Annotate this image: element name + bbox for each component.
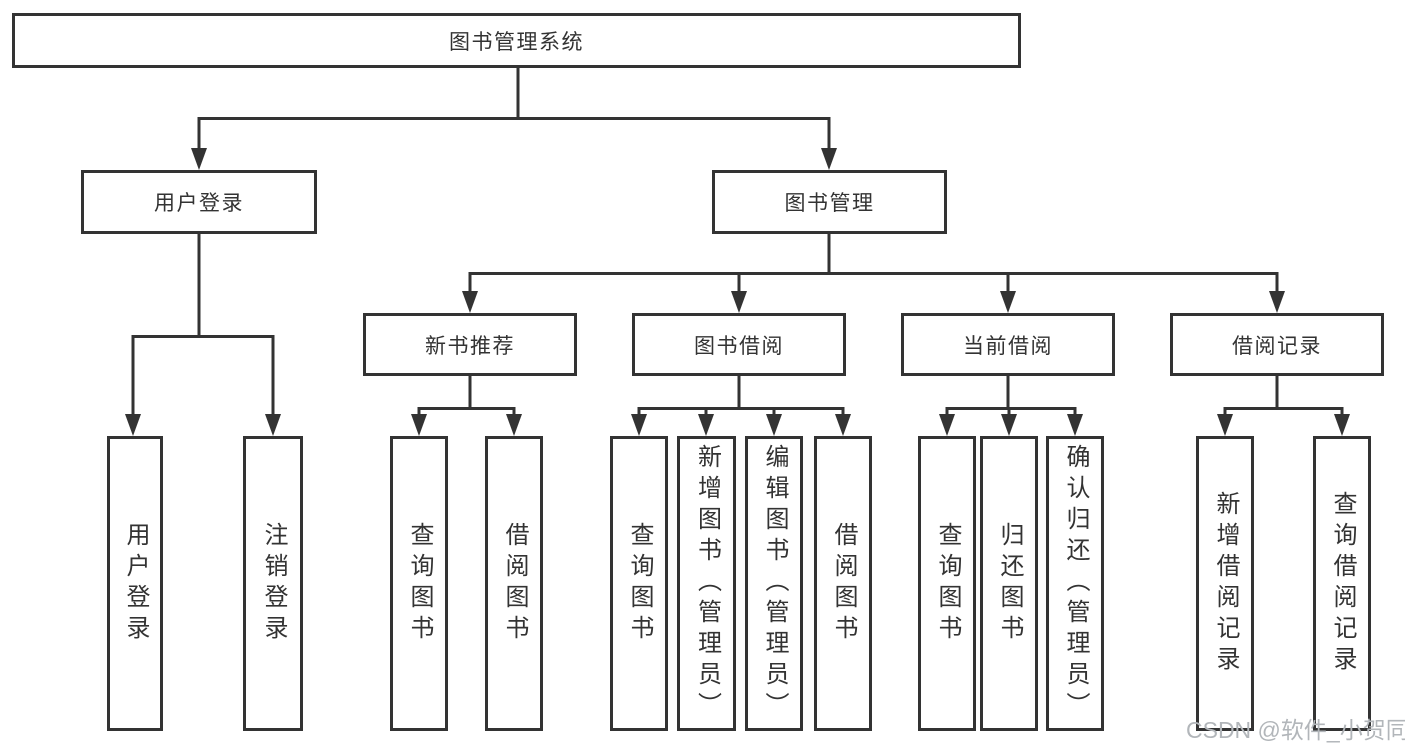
leaf-query-books-current: 查询图书	[918, 436, 976, 731]
node-book-management-system: 图书管理系统	[12, 13, 1021, 68]
node-label: 当前借阅	[963, 334, 1053, 358]
arrowhead	[835, 414, 851, 436]
arrowhead	[1334, 414, 1350, 436]
arrowhead	[1217, 414, 1233, 436]
node-label: 图书借阅	[694, 334, 784, 358]
leaf-borrow-books-recommendation: 借阅图书	[485, 436, 543, 731]
node-label: 编辑图书（管理员）	[761, 444, 788, 723]
node-new-book-recommendation: 新书推荐	[363, 313, 577, 376]
node-label: 注销登录	[260, 521, 287, 646]
arrowhead	[462, 291, 478, 313]
connector-current-borrowing-to-leaves	[945, 376, 1077, 416]
node-borrowing-records: 借阅记录	[1170, 313, 1384, 376]
arrowhead	[821, 148, 837, 170]
node-label: 用户登录	[154, 192, 244, 215]
node-label: 确认归还（管理员）	[1062, 444, 1089, 723]
node-label: 图书管理	[784, 192, 875, 215]
node-label: 图书管理系统	[449, 30, 584, 54]
leaf-edit-books-admin: 编辑图书（管理员）	[745, 436, 803, 731]
connector-book-management-to-level3	[468, 234, 1279, 293]
connector-borrowing-records-to-leaves	[1223, 376, 1344, 416]
node-label: 新增图书（管理员）	[693, 444, 721, 723]
leaf-query-books-recommendation: 查询图书	[390, 436, 448, 731]
leaf-logout: 注销登录	[243, 436, 303, 731]
connector-book-borrowing-to-leaves	[637, 376, 845, 416]
node-label: 借阅图书	[830, 521, 857, 646]
connector-root-to-level2	[197, 68, 831, 152]
arrowhead	[766, 414, 782, 436]
arrowhead	[731, 291, 747, 313]
arrowhead	[265, 414, 281, 436]
node-label: 查询图书	[934, 521, 961, 646]
node-label: 查询图书	[626, 521, 653, 646]
arrowhead	[1001, 414, 1017, 436]
node-book-management: 图书管理	[712, 170, 947, 234]
connector-new-book-recommendation-to-leaves	[417, 376, 516, 416]
arrowhead	[631, 414, 647, 436]
node-label: 借阅图书	[501, 521, 528, 646]
leaf-user-login: 用户登录	[107, 436, 163, 731]
leaf-add-borrowing-record: 新增借阅记录	[1196, 436, 1254, 731]
node-label: 查询借阅记录	[1329, 490, 1356, 677]
arrowhead	[698, 414, 714, 436]
leaf-add-books-admin: 新增图书（管理员）	[677, 436, 736, 731]
node-label: 新增借阅记录	[1212, 490, 1239, 677]
arrowhead	[506, 414, 522, 436]
leaf-return-books: 归还图书	[980, 436, 1038, 731]
leaf-query-books-borrowing: 查询图书	[610, 436, 668, 731]
arrowhead	[191, 148, 207, 170]
connector-user-login-to-leaves	[131, 234, 275, 416]
node-label: 新书推荐	[425, 334, 515, 358]
leaf-borrow-books: 借阅图书	[814, 436, 872, 731]
node-current-borrowing: 当前借阅	[901, 313, 1115, 376]
csdn-watermark: CSDN @软件_小贺同学	[1186, 717, 1405, 743]
node-book-borrowing: 图书借阅	[632, 313, 846, 376]
arrowhead	[1000, 291, 1016, 313]
arrowhead	[411, 414, 427, 436]
node-label: 借阅记录	[1232, 334, 1322, 358]
node-user-login: 用户登录	[81, 170, 317, 234]
leaf-confirm-return-admin: 确认归还（管理员）	[1046, 436, 1104, 731]
leaf-query-borrowing-record: 查询借阅记录	[1313, 436, 1371, 731]
arrowhead	[1067, 414, 1083, 436]
arrowhead	[125, 414, 141, 436]
node-label: 查询图书	[406, 521, 433, 646]
arrowhead	[1269, 291, 1285, 313]
node-label: 归还图书	[996, 521, 1023, 646]
arrowhead	[939, 414, 955, 436]
node-label: 用户登录	[122, 521, 149, 646]
